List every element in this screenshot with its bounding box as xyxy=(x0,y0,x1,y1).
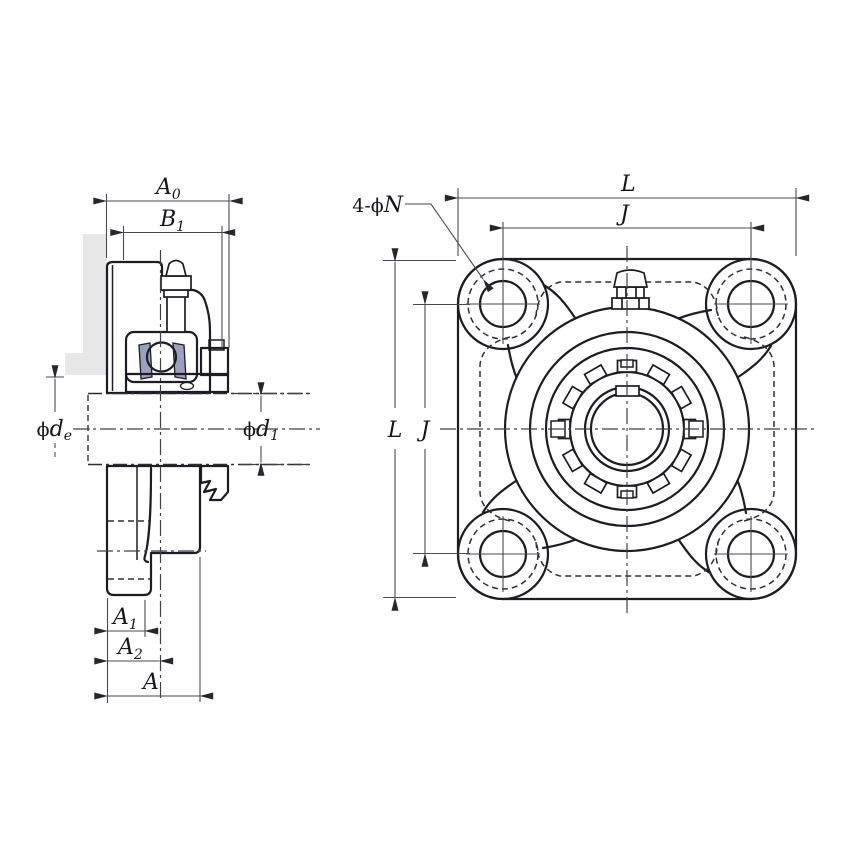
bearing-ball xyxy=(145,341,178,373)
dim-l-side: L xyxy=(383,248,456,611)
dim-label-d1: ϕd1 xyxy=(243,417,279,444)
fitting-nipple-front xyxy=(612,269,649,288)
boss-blend-curves xyxy=(481,283,773,575)
grease-fitting-side xyxy=(160,259,192,333)
front-view: L J L J xyxy=(352,172,814,614)
dim-label-b1: B1 xyxy=(159,207,185,235)
bolt-hole-crosshairs xyxy=(466,222,788,592)
dim-b1: B1 xyxy=(110,207,236,348)
dim-label-j-side: J xyxy=(417,418,431,443)
dim-label-a2: A2 xyxy=(116,635,143,663)
corner-boss-bottom-right xyxy=(704,507,798,601)
dim-label-n-holes: 4-ϕN xyxy=(352,193,403,218)
mounting-wall xyxy=(65,234,107,375)
dim-label-de: ϕde xyxy=(37,417,72,444)
dim-l-top: L xyxy=(444,172,810,256)
fitting-hex-front xyxy=(611,297,650,310)
housing-lower xyxy=(97,464,206,597)
side-section-view: A0 B1 ϕde ϕd1 xyxy=(37,175,320,703)
bearing-outer-ring xyxy=(124,330,199,384)
lock-collar-lower xyxy=(199,464,230,502)
dim-label-j-top: J xyxy=(616,202,630,227)
dim-label-l-side: L xyxy=(387,418,403,443)
dim-a2: A2 xyxy=(94,635,174,665)
side-view-dimensions: A0 B1 ϕde ϕd1 xyxy=(37,175,313,703)
fitting-hex xyxy=(160,275,192,291)
dim-de: ϕde xyxy=(37,365,90,458)
fitting-shank xyxy=(166,295,186,333)
dim-label-a: A xyxy=(141,670,159,695)
bolt-holes xyxy=(466,222,788,592)
set-screw-hole xyxy=(179,381,195,391)
front-view-dimensions: L J L J xyxy=(352,172,810,611)
lock-collar-section xyxy=(199,346,230,377)
dim-d1: ϕd1 xyxy=(233,382,313,476)
bearing-section xyxy=(124,330,230,394)
spigot-edge xyxy=(143,466,153,564)
grease-fitting-front xyxy=(611,269,650,310)
dim-j-side: J xyxy=(413,291,470,567)
dim-label-l-top: L xyxy=(620,172,636,197)
dim-label-a0: A0 xyxy=(154,175,181,203)
fitting-nipple xyxy=(164,259,188,277)
dim-j-top: J xyxy=(489,202,765,232)
dim-n-holes: 4-ϕN xyxy=(352,193,494,293)
dim-a: A xyxy=(94,557,214,702)
fitting-washer xyxy=(163,289,189,298)
collar-step xyxy=(208,339,225,351)
fitting-neck-front xyxy=(616,286,645,299)
dim-a0: A0 xyxy=(93,175,243,348)
dim-label-a1: A1 xyxy=(111,605,138,633)
inner-ring-sleeve xyxy=(124,372,230,394)
dim-a1: A1 xyxy=(94,598,159,703)
